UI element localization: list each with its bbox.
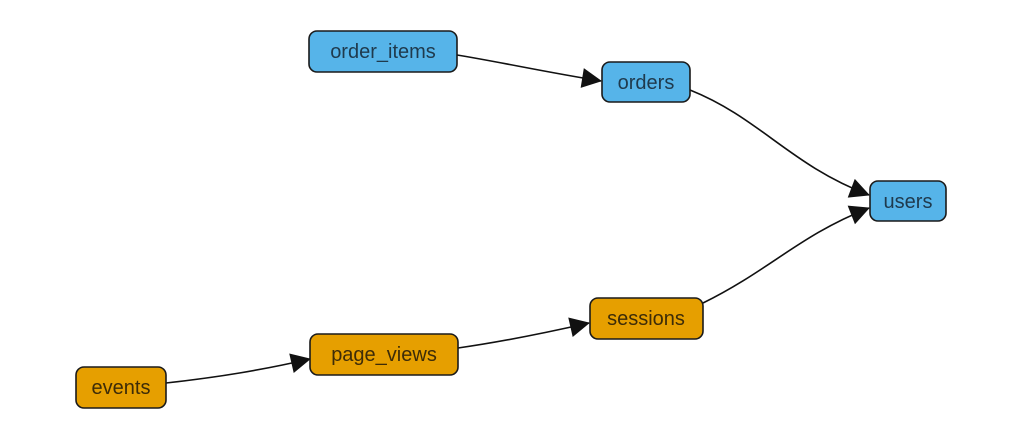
node-order_items: order_items bbox=[308, 30, 458, 73]
node-events: events bbox=[75, 366, 167, 409]
node-label-page_views: page_views bbox=[331, 344, 437, 366]
node-label-order_items: order_items bbox=[330, 41, 436, 63]
node-label-users: users bbox=[884, 191, 933, 213]
edge-events-to-page_views bbox=[165, 353, 311, 384]
node-box-users bbox=[869, 180, 947, 222]
node-page_views: page_views bbox=[309, 333, 459, 376]
node-box-orders bbox=[601, 61, 691, 103]
edge-sessions-to-users bbox=[702, 205, 870, 304]
node-box-sessions bbox=[589, 297, 704, 340]
edge-order_items-to-orders bbox=[456, 54, 602, 88]
node-box-page_views bbox=[309, 333, 459, 376]
node-orders: orders bbox=[601, 61, 691, 103]
node-box-events bbox=[75, 366, 167, 409]
edge-orders-to-users bbox=[689, 89, 870, 198]
node-label-events: events bbox=[92, 377, 151, 399]
node-label-orders: orders bbox=[618, 72, 675, 94]
edges bbox=[165, 54, 870, 384]
node-label-sessions: sessions bbox=[607, 308, 685, 330]
node-box-order_items bbox=[308, 30, 458, 73]
edge-page_views-to-sessions bbox=[457, 317, 590, 349]
node-users: users bbox=[869, 180, 947, 222]
node-sessions: sessions bbox=[589, 297, 704, 340]
